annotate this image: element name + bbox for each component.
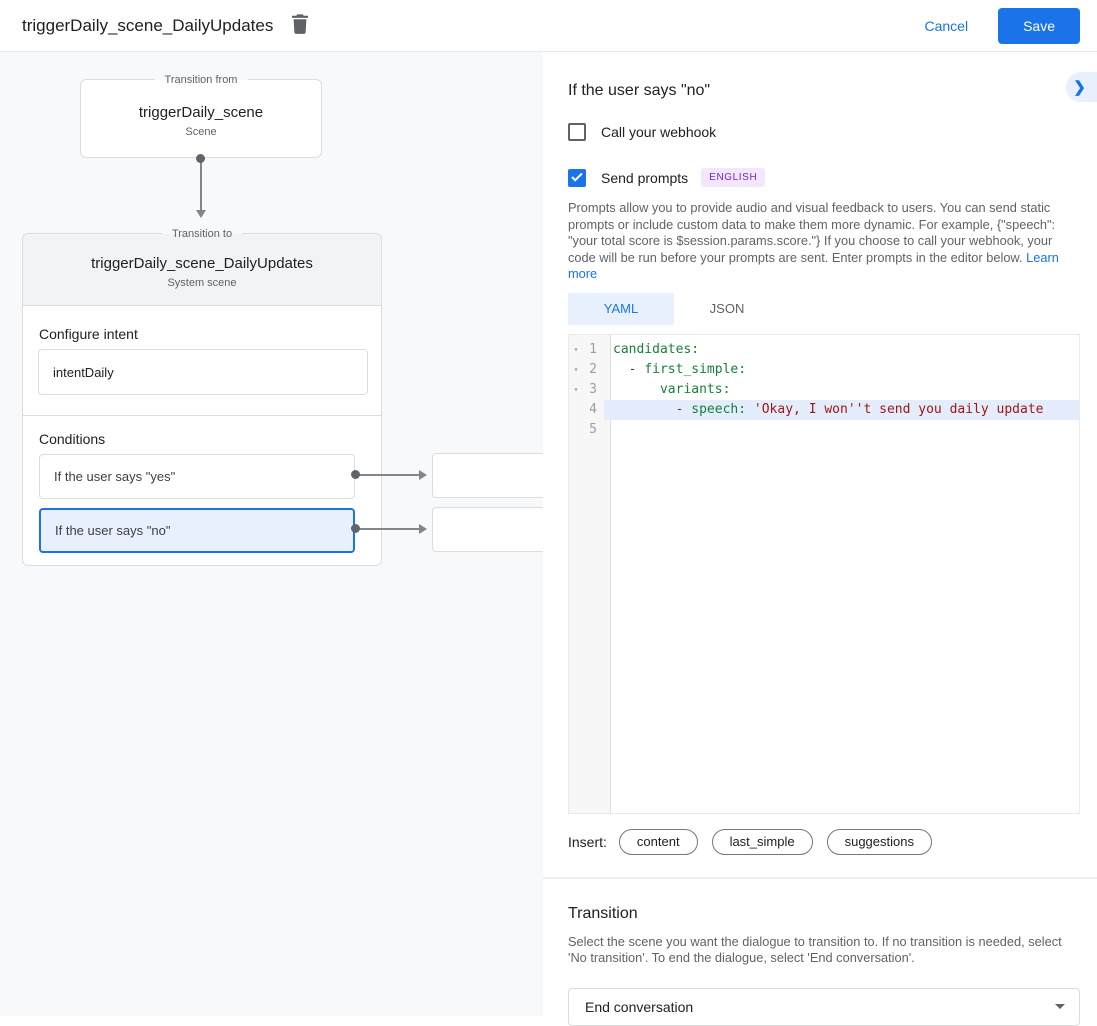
transition-from-node[interactable]: Transition from triggerDaily_scene Scene (80, 72, 322, 158)
editor-tabs: YAML JSON (568, 292, 1080, 325)
delete-scene-button[interactable] (291, 14, 309, 37)
collapse-panel-button[interactable]: ❯ (1066, 72, 1097, 102)
fold-toggle-icon (569, 400, 583, 420)
card-divider (23, 415, 381, 416)
insert-chip-content[interactable]: content (618, 828, 698, 855)
arrow-down-icon (196, 210, 206, 218)
transition-target-box[interactable] (432, 453, 560, 498)
chevron-right-icon: ❯ (1073, 79, 1086, 96)
prompts-description-text: Prompts allow you to provide audio and v… (568, 200, 1056, 265)
line-number: 4 (589, 401, 597, 417)
transition-title: Transition (568, 904, 638, 922)
panel-title: If the user says "no" (568, 82, 711, 99)
to-scene-name: triggerDaily_scene_DailyUpdates (91, 255, 313, 272)
topbar: triggerDaily_scene_DailyUpdates Cancel S… (0, 0, 1097, 52)
send-prompts-checkbox[interactable] (568, 168, 586, 187)
learn-more-link[interactable]: Learn more (568, 249, 1059, 282)
insert-chips: content last_simple suggestions (618, 828, 932, 855)
editor-line: ▾ 2 - first_simple: (569, 360, 1079, 380)
code-line[interactable]: - speech: 'Okay, I won''t send you daily… (604, 399, 1079, 420)
editor-line: 4 - speech: 'Okay, I won''t send you dai… (569, 399, 1079, 420)
insert-label: Insert: (568, 833, 607, 850)
transition-description: Select the scene you want the dialogue t… (568, 933, 1062, 965)
connector-line (200, 159, 202, 211)
line-number: 3 (589, 381, 597, 397)
code-line[interactable] (604, 420, 1079, 440)
connector-line (358, 473, 420, 476)
connector-dot (351, 524, 360, 533)
intent-input[interactable] (38, 349, 368, 395)
editor-line: ▾ 1 candidates: (569, 340, 1079, 360)
to-scene-type: System scene (167, 277, 237, 289)
insert-chip-last_simple[interactable]: last_simple (711, 828, 813, 855)
language-badge: ENGLISH (701, 168, 766, 187)
page-title: triggerDaily_scene_DailyUpdates (22, 15, 274, 35)
yaml-code-editor[interactable]: ▾ 1 candidates: ▾ 2 - first_simple: ▾ 3 varian… (568, 333, 1080, 814)
editor-line: ▾ 3 variants: (569, 380, 1079, 400)
tab-json[interactable]: JSON (709, 301, 745, 317)
arrow-right-icon (419, 523, 427, 534)
transition-target-box[interactable] (432, 507, 560, 552)
save-button[interactable]: Save (998, 7, 1080, 44)
arrow-right-icon (419, 469, 427, 480)
send-prompts-label: Send prompts (601, 169, 689, 186)
cancel-button[interactable]: Cancel (924, 17, 969, 34)
fold-toggle-icon[interactable]: ▾ (573, 384, 579, 394)
transition-to-legend: Transition to (161, 226, 243, 242)
connector-dot (351, 470, 360, 479)
conditions-list: If the user says "yes" If the user says "… (39, 454, 355, 562)
fold-toggle-icon[interactable]: ▾ (573, 344, 579, 354)
code-line[interactable]: - first_simple: (613, 361, 747, 377)
line-number: 1 (589, 341, 597, 357)
insert-row: Insert: content last_simple suggestions (568, 828, 1080, 855)
transition-select-value: End conversation (585, 998, 694, 1015)
checkmark-icon (571, 169, 583, 187)
insert-chip-suggestions[interactable]: suggestions (826, 828, 932, 855)
from-scene-type: Scene (185, 126, 217, 138)
connector-dot (196, 154, 205, 163)
prompts-description: Prompts allow you to provide audio and v… (568, 200, 1081, 283)
code-line[interactable]: variants: (659, 381, 731, 397)
fold-toggle-icon (569, 420, 583, 440)
line-number: 5 (589, 421, 597, 437)
panel-divider (543, 876, 1097, 879)
fold-toggle-icon[interactable]: ▾ (573, 364, 579, 374)
editor-line: 5 (569, 420, 1079, 440)
editor-lines: ▾ 1 candidates: ▾ 2 - first_simple: ▾ 3 varian… (569, 335, 1079, 440)
tab-yaml[interactable]: YAML (568, 292, 674, 325)
call-webhook-label: Call your webhook (601, 124, 717, 140)
conditions-label: Conditions (39, 431, 106, 447)
condition-item[interactable]: If the user says "no" (39, 508, 355, 553)
condition-detail-panel: ❯ If the user says "no" Call your webhoo… (543, 52, 1097, 1026)
transition-to-node: Transition to triggerDaily_scene_DailyUp… (22, 226, 382, 566)
line-number: 2 (589, 361, 597, 377)
send-prompts-row: Send prompts ENGLISH (568, 168, 1080, 187)
condition-item[interactable]: If the user says "yes" (39, 454, 355, 499)
connector-line (358, 527, 420, 530)
dropdown-caret-icon (1055, 1004, 1065, 1010)
webhook-row: Call your webhook (568, 123, 1080, 141)
configure-intent-label: Configure intent (39, 326, 138, 342)
call-webhook-checkbox[interactable] (568, 123, 586, 141)
transition-select[interactable]: End conversation (568, 987, 1080, 1026)
code-line[interactable]: candidates: (613, 341, 700, 357)
trash-icon (291, 14, 309, 37)
transition-from-legend: Transition from (154, 72, 248, 88)
scene-card-header[interactable]: triggerDaily_scene_DailyUpdates System s… (23, 234, 381, 306)
from-scene-name: triggerDaily_scene (138, 104, 264, 121)
